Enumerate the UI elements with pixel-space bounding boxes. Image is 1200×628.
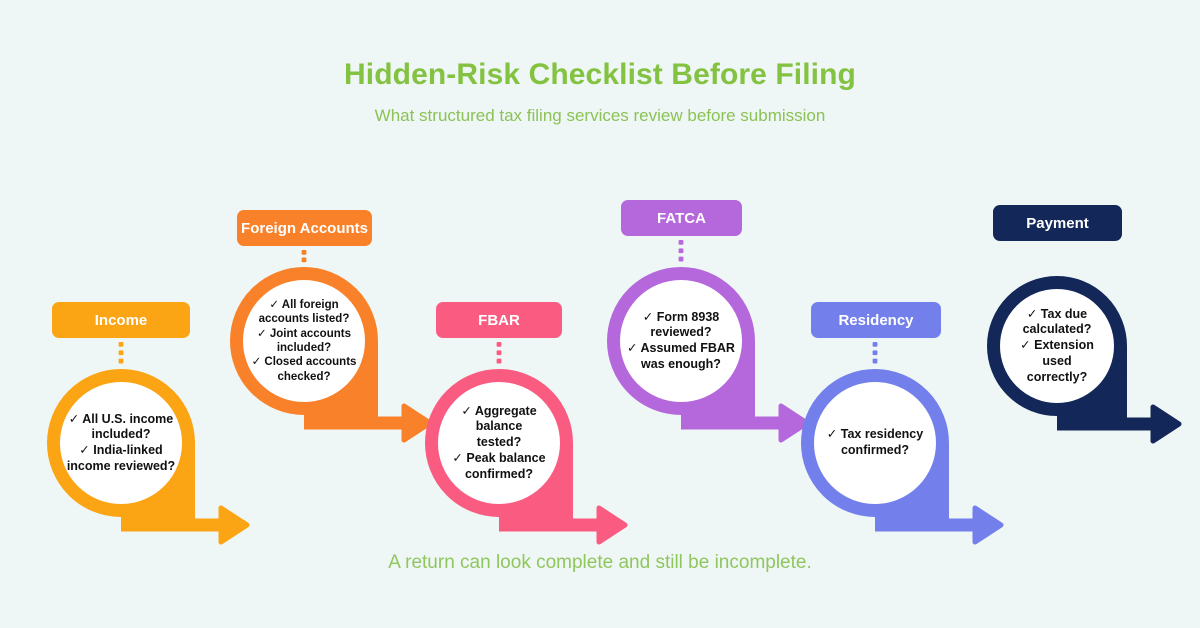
page-title: Hidden-Risk Checklist Before Filing (344, 58, 856, 91)
arrow-shaft (1114, 417, 1163, 431)
step-label-text: Income (94, 311, 148, 329)
arrow-right-icon (972, 505, 1004, 545)
step-label-text: Payment (1026, 214, 1089, 232)
flow-step-income (47, 342, 250, 545)
step-label-text: Foreign Accounts (241, 219, 368, 237)
step-ring (987, 276, 1127, 416)
arrow-shaft (365, 416, 414, 430)
flow-step-payment (987, 276, 1182, 444)
step-label-payment[interactable]: Payment (993, 205, 1122, 241)
dotted-line-icon (496, 342, 502, 364)
step-label-foreign-accounts[interactable]: Foreign Accounts (237, 210, 372, 246)
arrow-shaft (560, 518, 609, 532)
step-ring (425, 369, 573, 517)
step-label-residency[interactable]: Residency (811, 302, 941, 338)
step-ring (47, 369, 195, 517)
flow-step-foreign-accounts (230, 250, 433, 443)
step-ring (607, 267, 755, 415)
step-ring (801, 369, 949, 517)
arrow-right-icon (218, 505, 250, 545)
step-label-income[interactable]: Income (52, 302, 190, 338)
flow-step-fbar (425, 342, 628, 545)
dotted-line-icon (678, 240, 684, 262)
arrow-shaft (936, 518, 985, 532)
footer-note: A return can look complete and still be … (388, 552, 812, 573)
step-label-fbar[interactable]: FBAR (436, 302, 562, 338)
arrow-right-icon (1150, 404, 1182, 444)
arrow-right-icon (596, 505, 628, 545)
flow-step-fatca (607, 240, 810, 443)
step-label-text: FATCA (657, 209, 706, 227)
dotted-line-icon (301, 250, 307, 263)
step-label-text: Residency (838, 311, 914, 329)
arrow-shaft (182, 518, 231, 532)
dotted-line-icon (872, 342, 878, 364)
arrow-shaft (742, 416, 791, 430)
dotted-line-icon (118, 342, 124, 364)
flow-step-residency (801, 342, 1004, 545)
step-ring (230, 267, 378, 415)
step-label-fatca[interactable]: FATCA (621, 200, 742, 236)
step-label-text: FBAR (478, 311, 520, 329)
page-subtitle: What structured tax filing services revi… (374, 106, 826, 125)
